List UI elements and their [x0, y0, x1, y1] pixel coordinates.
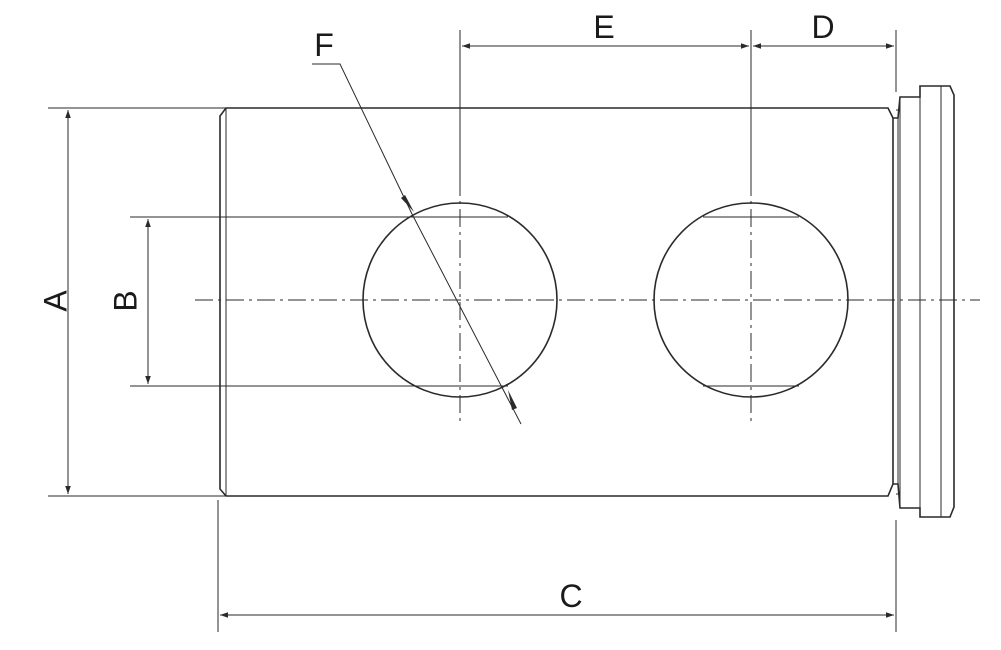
- label-f: F: [314, 27, 334, 63]
- label-b: B: [107, 290, 143, 311]
- center-lines: [195, 178, 980, 425]
- label-e: E: [593, 9, 614, 45]
- label-d: D: [811, 9, 834, 45]
- flange-collar: [893, 85, 955, 518]
- label-a: A: [37, 290, 73, 312]
- sleeve-body: [219, 107, 894, 497]
- label-c: C: [559, 578, 582, 614]
- dimension-f-leader: [312, 63, 522, 425]
- extension-lines: [48, 30, 897, 632]
